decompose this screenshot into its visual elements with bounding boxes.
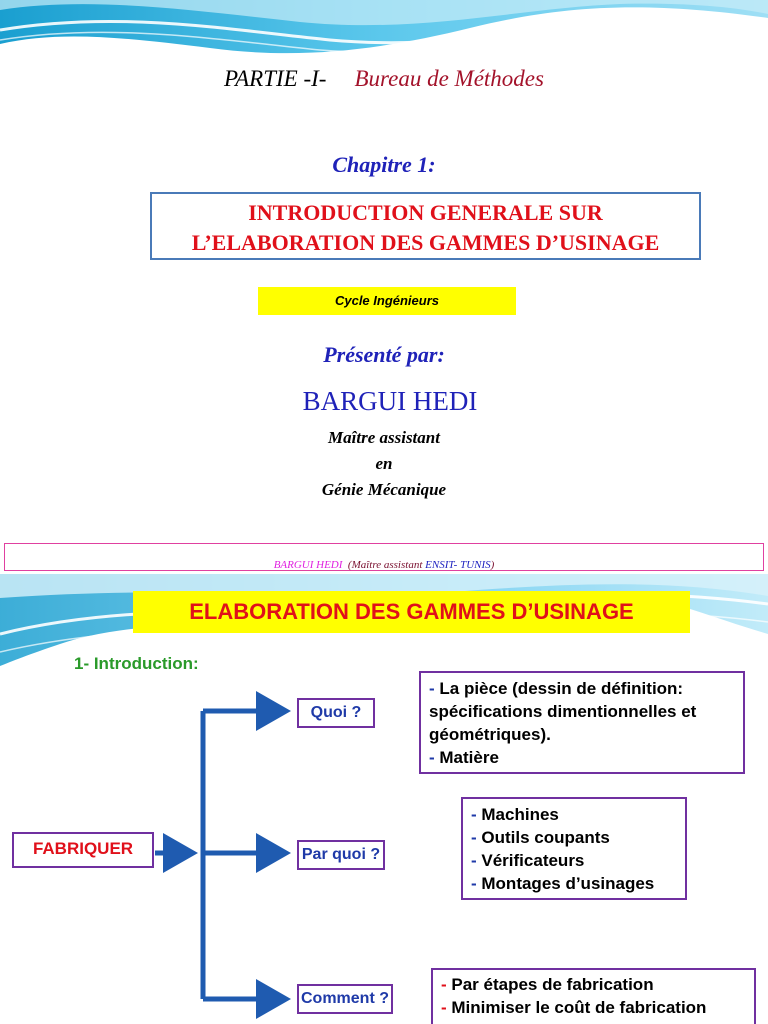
chapter-title-box: INTRODUCTION GENERALE SUR L’ELABORATION … [150,192,701,260]
header-wave-decoration [0,0,768,54]
list-item: géométriques). [429,725,551,744]
footer-role-close: ) [490,559,495,571]
footer-institution: ENSIT- TUNIS [425,559,491,571]
list-item: spécifications dimentionnelles et [429,702,697,721]
slide-introduction: ELABORATION DES GAMMES D’USINAGE 1- Intr… [0,574,768,1024]
section-banner: ELABORATION DES GAMMES D’USINAGE [133,591,690,633]
question-box-quoi: Quoi ? [297,698,375,728]
presented-by-label: Présenté par: [323,342,445,367]
answer-box-quoi: - La pièce (dessin de définition: spécif… [419,671,745,774]
part-title: Bureau de Méthodes [354,66,544,91]
slide-title: PARTIE -I- Bureau de Méthodes Chapitre 1:… [0,0,768,571]
author-role-line2: en [375,454,393,473]
list-item: - Outils coupants [471,828,610,847]
chapter-title-line1: INTRODUCTION GENERALE SUR [248,200,603,225]
author-role-line3: Génie Mécanique [321,480,447,499]
author-name: BARGUI HEDI [302,386,478,416]
list-item: - Machines [471,805,559,824]
list-item: - Minimiser le coût de fabrication [441,998,707,1017]
slide-footer: BARGUI HEDI (Maître assistant ENSIT- TUN… [4,543,764,571]
question-box-par-quoi: Par quoi ? [297,840,385,870]
part-label: PARTIE -I- [224,66,327,91]
connector-group [155,691,291,1019]
footer-role-open: (Maître assistant [347,559,423,571]
question-box-comment: Comment ? [297,984,393,1014]
part-heading: PARTIE -I- Bureau de Méthodes [0,66,768,92]
answer-box-comment: - Par étapes de fabrication - Minimiser … [431,968,756,1024]
diagram-connectors [155,691,291,1019]
list-item: - Vérificateurs [471,851,585,870]
list-item: - Matière [429,748,499,767]
author-role-line1: Maître assistant [328,428,440,447]
list-item: - La pièce (dessin de définition: [429,679,684,698]
root-node-fabriquer: FABRIQUER [12,832,154,868]
section-heading: 1- Introduction: [74,654,199,673]
chapter-title-line2: L’ELABORATION DES GAMMES D’USINAGE [191,230,660,255]
footer-author: BARGUI HEDI [273,559,343,571]
chapter-label: Chapitre 1: [332,152,436,177]
cycle-badge: Cycle Ingénieurs [258,287,516,315]
list-item: - Par étapes de fabrication [441,975,654,994]
answer-box-par-quoi: - Machines - Outils coupants - Vérificat… [461,797,687,900]
list-item: - Montages d’usinages [471,874,655,893]
